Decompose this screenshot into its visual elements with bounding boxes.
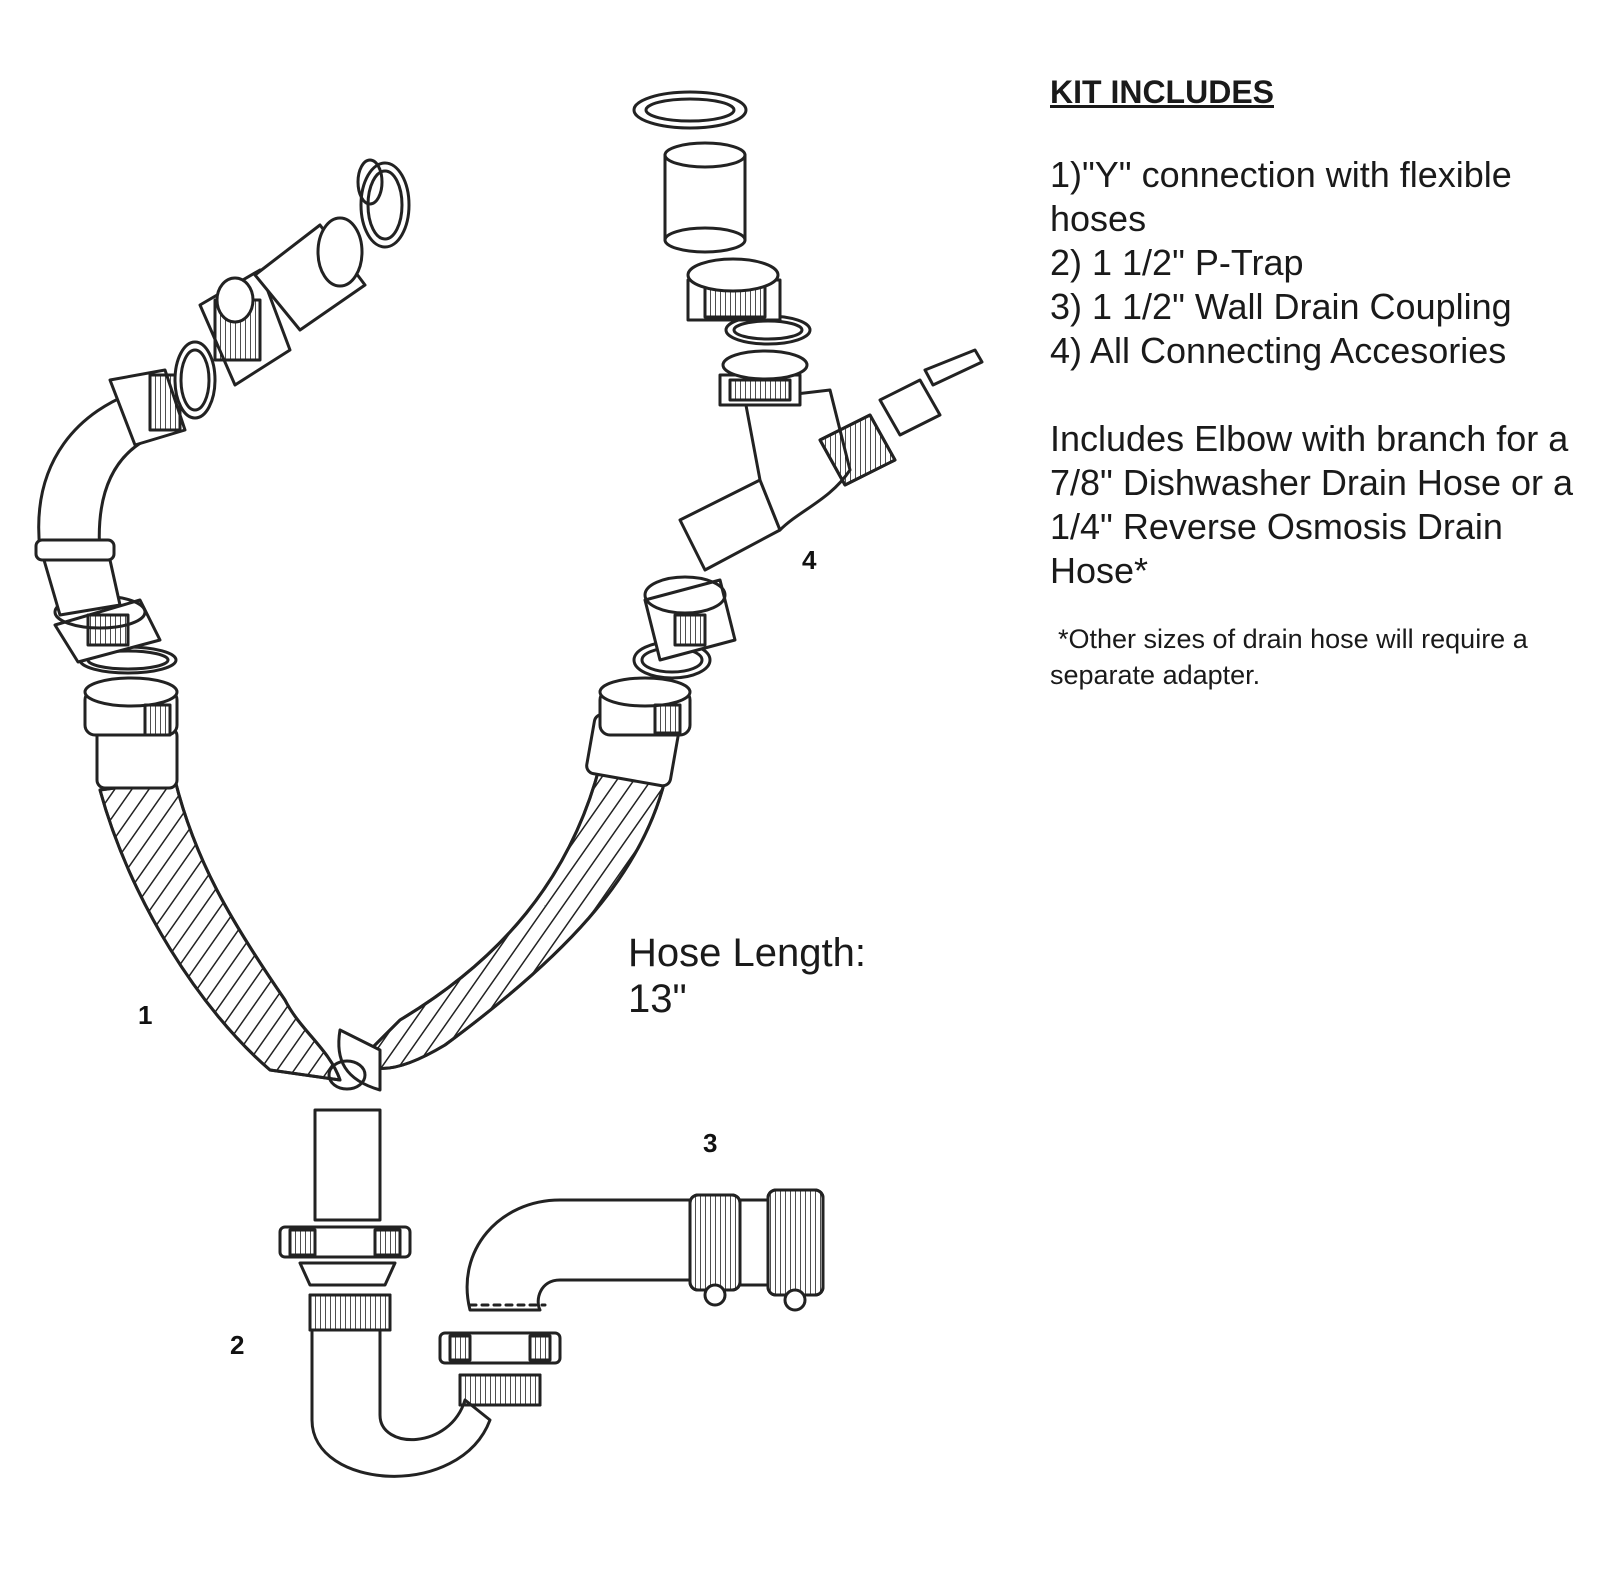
- hose-length-callout: Hose Length: 13": [628, 930, 866, 1022]
- kit-item-4: 4) All Connecting Accesories: [1050, 330, 1507, 371]
- y-junction-tailpiece: [278, 1028, 412, 1287]
- kit-item-1: 1)"Y" connection with flexible hoses: [1050, 154, 1512, 239]
- footnote: *Other sizes of drain hose will require …: [1050, 621, 1610, 693]
- exploded-parts-diagram: 1 2 3 4 Hose Length: 13": [34, 90, 984, 1478]
- hose-length-line1: Hose Length:: [628, 931, 866, 975]
- kit-includes-panel: KIT INCLUDES 1)"Y" connection with flexi…: [1050, 74, 1610, 693]
- p-trap: [308, 1198, 692, 1478]
- footnote-text: *Other sizes of drain hose will require …: [1050, 624, 1528, 690]
- hose-length-line2: 13": [628, 977, 687, 1021]
- part-label-4: 4: [802, 545, 817, 575]
- kit-item-2: 2) 1 1/2" P-Trap: [1050, 242, 1304, 283]
- part-label-1: 1: [138, 1000, 153, 1030]
- diagram-drawing: [34, 90, 984, 1478]
- left-elbow-assembly: [34, 158, 411, 617]
- kit-item-3: 3) 1 1/2" Wall Drain Coupling: [1050, 286, 1512, 327]
- kit-title: KIT INCLUDES: [1050, 74, 1274, 110]
- part-label-2: 2: [230, 1330, 245, 1360]
- right-branch-elbow-assembly: [632, 90, 984, 572]
- right-flex-hose: [358, 575, 737, 1070]
- left-flex-hose: [53, 594, 342, 1082]
- branch-note: Includes Elbow with branch for a 7/8" Di…: [1050, 418, 1574, 591]
- wall-drain-coupling: [688, 1188, 825, 1312]
- part-label-3: 3: [703, 1128, 718, 1158]
